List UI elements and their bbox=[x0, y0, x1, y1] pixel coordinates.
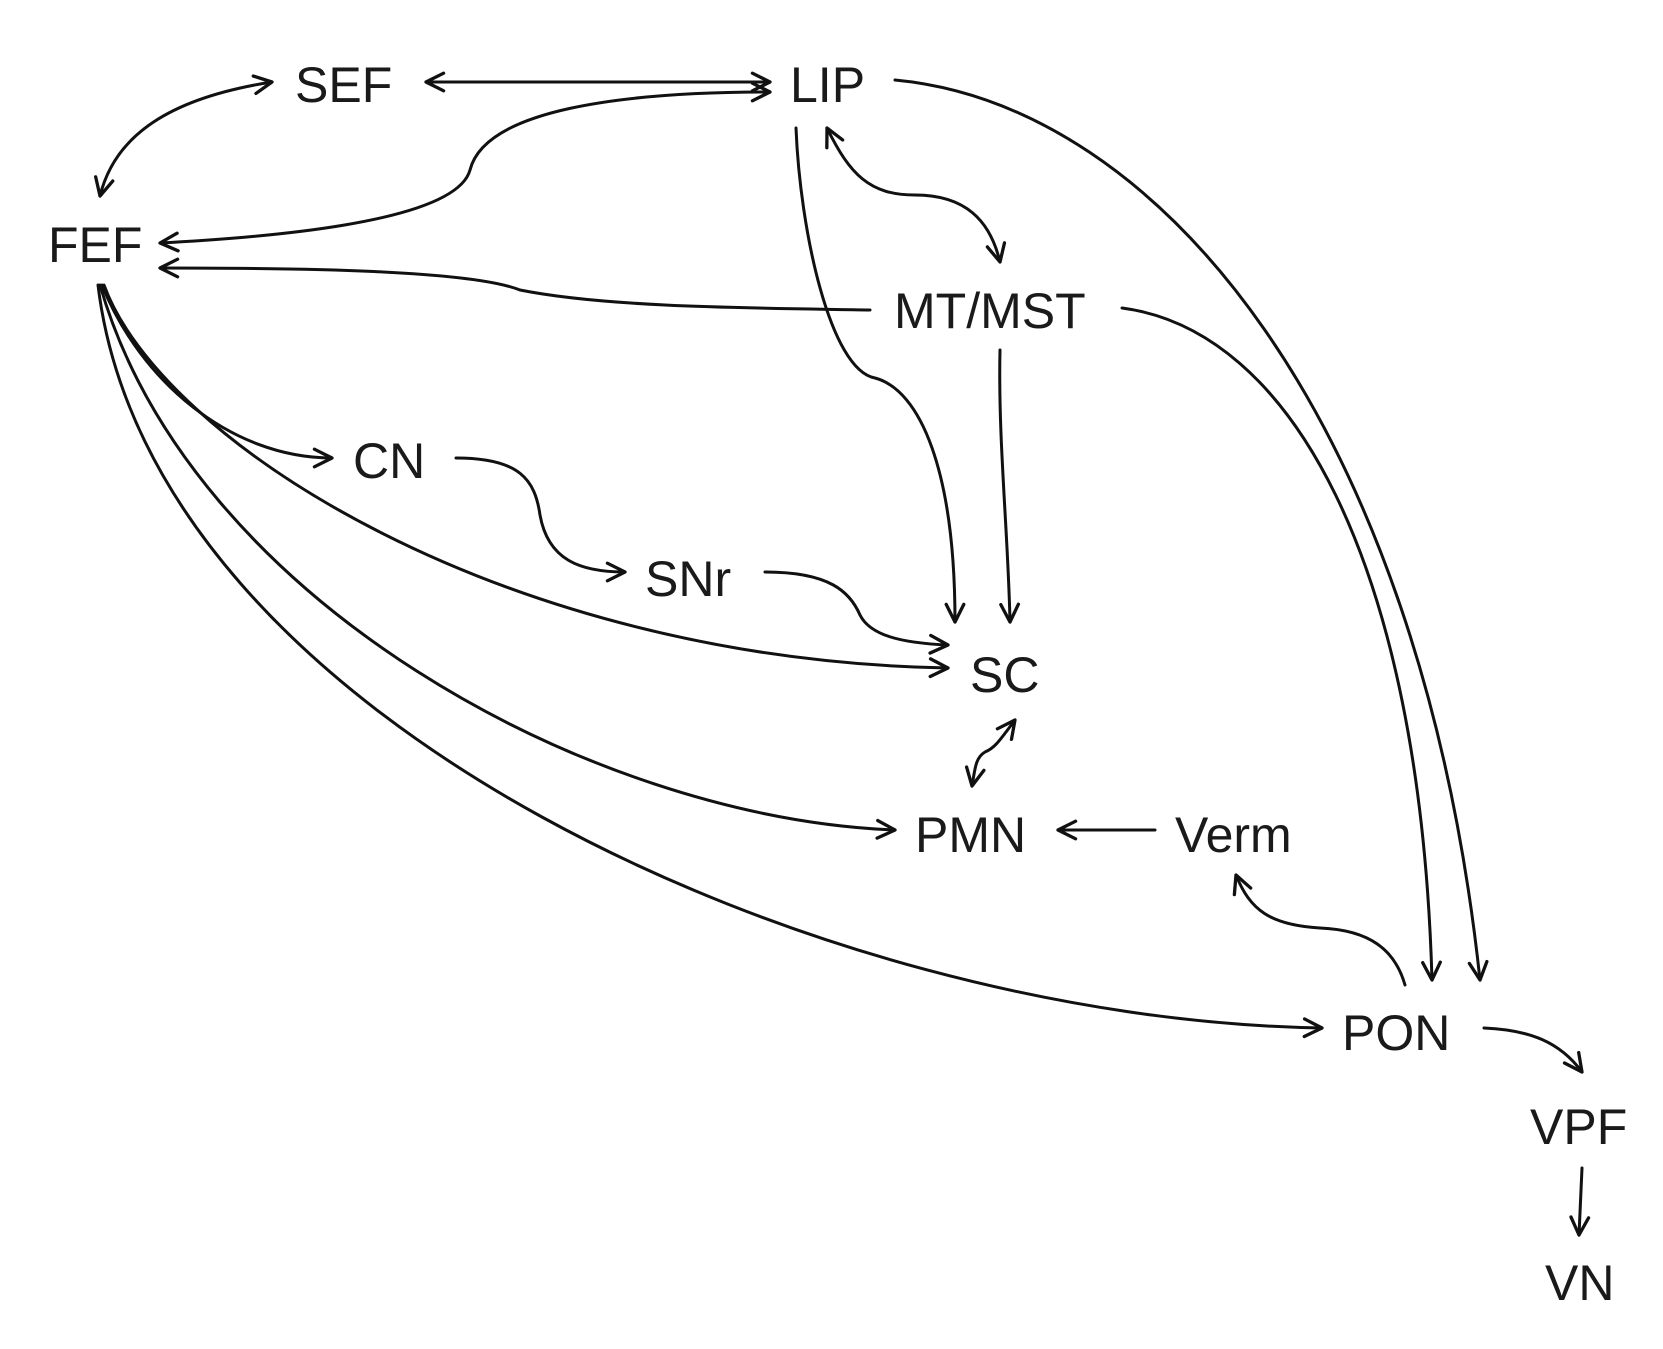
edge-fef-pmn bbox=[98, 283, 897, 840]
node-lip: LIP bbox=[790, 57, 865, 113]
edge-pon-vpf bbox=[1482, 1026, 1584, 1074]
node-fef: FEF bbox=[48, 217, 142, 273]
edge-fef-sc bbox=[102, 283, 950, 679]
edge-snr-sc bbox=[763, 570, 950, 655]
edge-mtmst-sc bbox=[998, 348, 1021, 624]
edge-lip-pon bbox=[893, 78, 1489, 982]
node-sc: SC bbox=[970, 647, 1039, 703]
node-snr: SNr bbox=[645, 551, 731, 607]
edge-sc-pmn bbox=[964, 718, 1017, 788]
node-pon: PON bbox=[1342, 1005, 1450, 1061]
edge-cn-snr bbox=[454, 456, 627, 583]
edge-mtmst-pon bbox=[1120, 306, 1442, 982]
edge-pon-verm bbox=[1232, 873, 1407, 987]
node-mt-mst: MT/MST bbox=[894, 283, 1086, 339]
node-vpf: VPF bbox=[1530, 1099, 1627, 1155]
node-pmn: PMN bbox=[915, 807, 1026, 863]
edge-lip-mtmst bbox=[825, 126, 1007, 264]
edge-vpf-vn bbox=[1569, 1166, 1591, 1237]
node-verm: Verm bbox=[1175, 807, 1292, 863]
edge-sef-fef bbox=[94, 74, 274, 198]
node-vn: VN bbox=[1545, 1255, 1614, 1311]
edge-lip-sc bbox=[794, 126, 966, 624]
edge-mtmst-fef bbox=[158, 257, 872, 312]
node-sef: SEF bbox=[295, 57, 392, 113]
edge-fef-pon bbox=[96, 283, 1324, 1039]
edge-lip-fef bbox=[158, 81, 772, 253]
edge-fef-cn bbox=[100, 283, 334, 469]
node-cn: CN bbox=[353, 433, 425, 489]
